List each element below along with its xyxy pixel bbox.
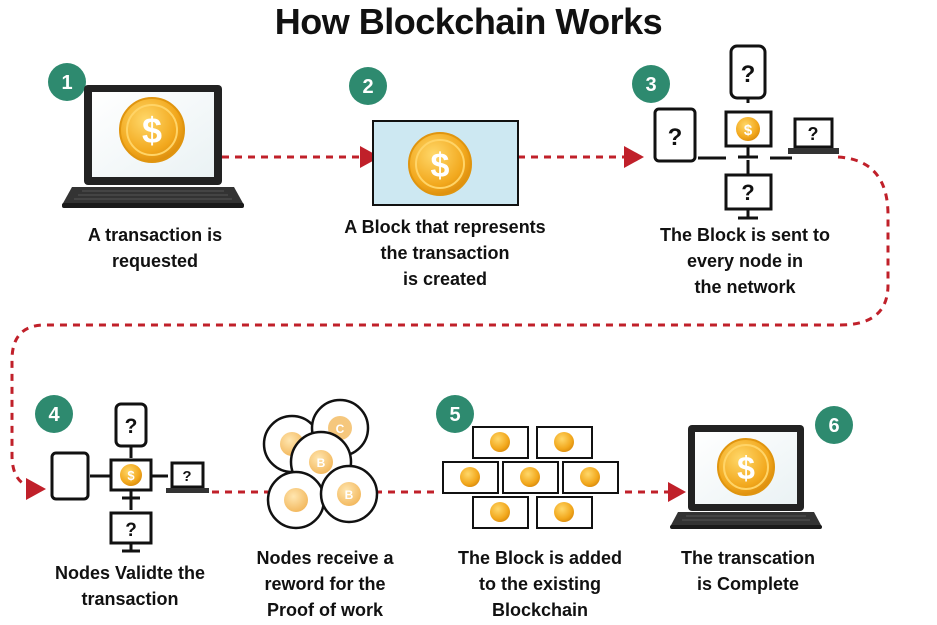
page-title: How Blockchain Works — [274, 1, 663, 42]
monitor-node-icon: ? — [724, 173, 773, 220]
step-5-caption: The Block is added to the existing Block… — [457, 548, 623, 620]
network-nodes-icon: ? ? $ ? — [653, 44, 839, 220]
svg-text:?: ? — [741, 61, 756, 88]
chain-block — [536, 426, 593, 459]
svg-text:B: B — [317, 456, 326, 470]
step-badges: 1 2 3 4 5 6 — [35, 63, 853, 444]
svg-text:?: ? — [808, 124, 819, 144]
blockchain-blocks-icon — [442, 426, 619, 529]
arrow-head-icon — [26, 478, 46, 500]
svg-text:1: 1 — [61, 72, 72, 94]
step-1-caption: A transaction is requested — [87, 225, 223, 271]
svg-text:?: ? — [125, 520, 137, 541]
arrow-head-icon — [668, 482, 686, 502]
step-badge-6: 6 — [815, 406, 853, 444]
dollar-icon: $ — [737, 450, 755, 486]
step-badge-3: 3 — [632, 65, 670, 103]
tablet-node-icon: ? — [653, 107, 697, 163]
arrow-head-icon — [360, 146, 380, 168]
svg-text:C: C — [336, 422, 345, 436]
laptop-node-icon: ? — [166, 461, 209, 493]
reward-coins-icon: C B B — [262, 398, 379, 530]
block-coin-icon: $ — [372, 120, 519, 206]
monitor-node-icon: ? — [109, 511, 153, 553]
step-3-caption: The Block is sent to every node in the n… — [659, 225, 831, 297]
svg-text:$: $ — [744, 122, 753, 139]
svg-text:5: 5 — [449, 404, 460, 426]
svg-text:2: 2 — [362, 76, 373, 98]
svg-text:?: ? — [182, 468, 191, 485]
phone-node-icon: ? — [114, 402, 148, 448]
laptop-coin-icon: $ — [670, 425, 822, 529]
svg-text:?: ? — [125, 415, 138, 438]
flow-arrows — [10, 155, 890, 494]
chain-block — [536, 496, 593, 529]
step-6-caption: The transcation is Complete — [680, 548, 816, 594]
validating-nodes-icon: ? $ ? ? — [50, 402, 209, 553]
dollar-icon: $ — [142, 110, 162, 151]
step-2-caption: A Block that represents the transaction … — [344, 217, 546, 289]
monitor-node-icon: $ — [109, 458, 153, 500]
svg-text:$: $ — [127, 468, 135, 483]
step-4-caption: Nodes Validte the transaction — [54, 563, 206, 609]
laptop-node-icon: ? — [788, 117, 839, 154]
arrow-head-icon — [624, 146, 644, 168]
arrow-heads — [26, 146, 686, 502]
svg-text:4: 4 — [48, 404, 60, 426]
chain-block — [472, 496, 529, 529]
svg-text:3: 3 — [645, 74, 656, 96]
tablet-node-icon — [50, 451, 90, 501]
reward-caption: Nodes receive a reword for the Proof of … — [256, 548, 394, 620]
svg-text:?: ? — [741, 180, 754, 205]
chain-block — [502, 461, 559, 494]
svg-text:B: B — [345, 488, 354, 502]
laptop-coin-icon: $ — [62, 85, 244, 208]
chain-block — [472, 426, 529, 459]
step-badge-1: 1 — [48, 63, 86, 101]
svg-text:?: ? — [668, 124, 683, 151]
step-badge-5: 5 — [436, 395, 474, 433]
arrow-3-to-4 — [10, 155, 890, 490]
svg-text:6: 6 — [828, 415, 839, 437]
chain-block — [562, 461, 619, 494]
step-badge-4: 4 — [35, 395, 73, 433]
step-badge-2: 2 — [349, 67, 387, 105]
monitor-node-icon: $ — [724, 110, 773, 159]
chain-block — [442, 461, 499, 494]
dollar-icon: $ — [431, 147, 450, 185]
phone-node-icon: ? — [729, 44, 767, 100]
